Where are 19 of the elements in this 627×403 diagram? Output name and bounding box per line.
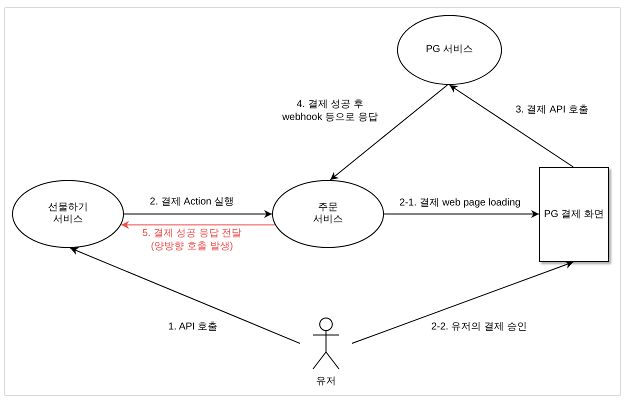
edge-label: 2-2. 유저의 결제 승인 xyxy=(430,320,528,334)
edge-label: 1. API 호출 xyxy=(168,320,218,334)
edge-label: 3. 결제 API 호출 xyxy=(515,104,589,116)
arrow xyxy=(124,210,272,218)
edge-label: 2-1. 결제 web page loading xyxy=(398,196,522,210)
arrow xyxy=(449,84,574,168)
service-ellipse: 주문 서비스 xyxy=(272,180,384,248)
edge-label: 4. 결제 성공 후 webhook 등으로 응답 xyxy=(282,98,378,124)
edge-label: 5. 결제 성공 응답 전달 (양방향 호출 발생) xyxy=(142,227,242,253)
service-ellipse: PG 서비스 xyxy=(397,15,502,85)
arrow xyxy=(384,210,540,218)
service-ellipse: 선물하기 서비스 xyxy=(12,180,124,248)
arrow xyxy=(120,220,276,229)
screen-box: PG 결제 화면 xyxy=(539,167,609,262)
actor-label: 유저 xyxy=(316,376,336,388)
arrow xyxy=(70,247,300,344)
arrow xyxy=(330,84,448,180)
arrow xyxy=(352,261,574,344)
edge-label: 2. 결제 Action 실행 xyxy=(149,196,235,208)
